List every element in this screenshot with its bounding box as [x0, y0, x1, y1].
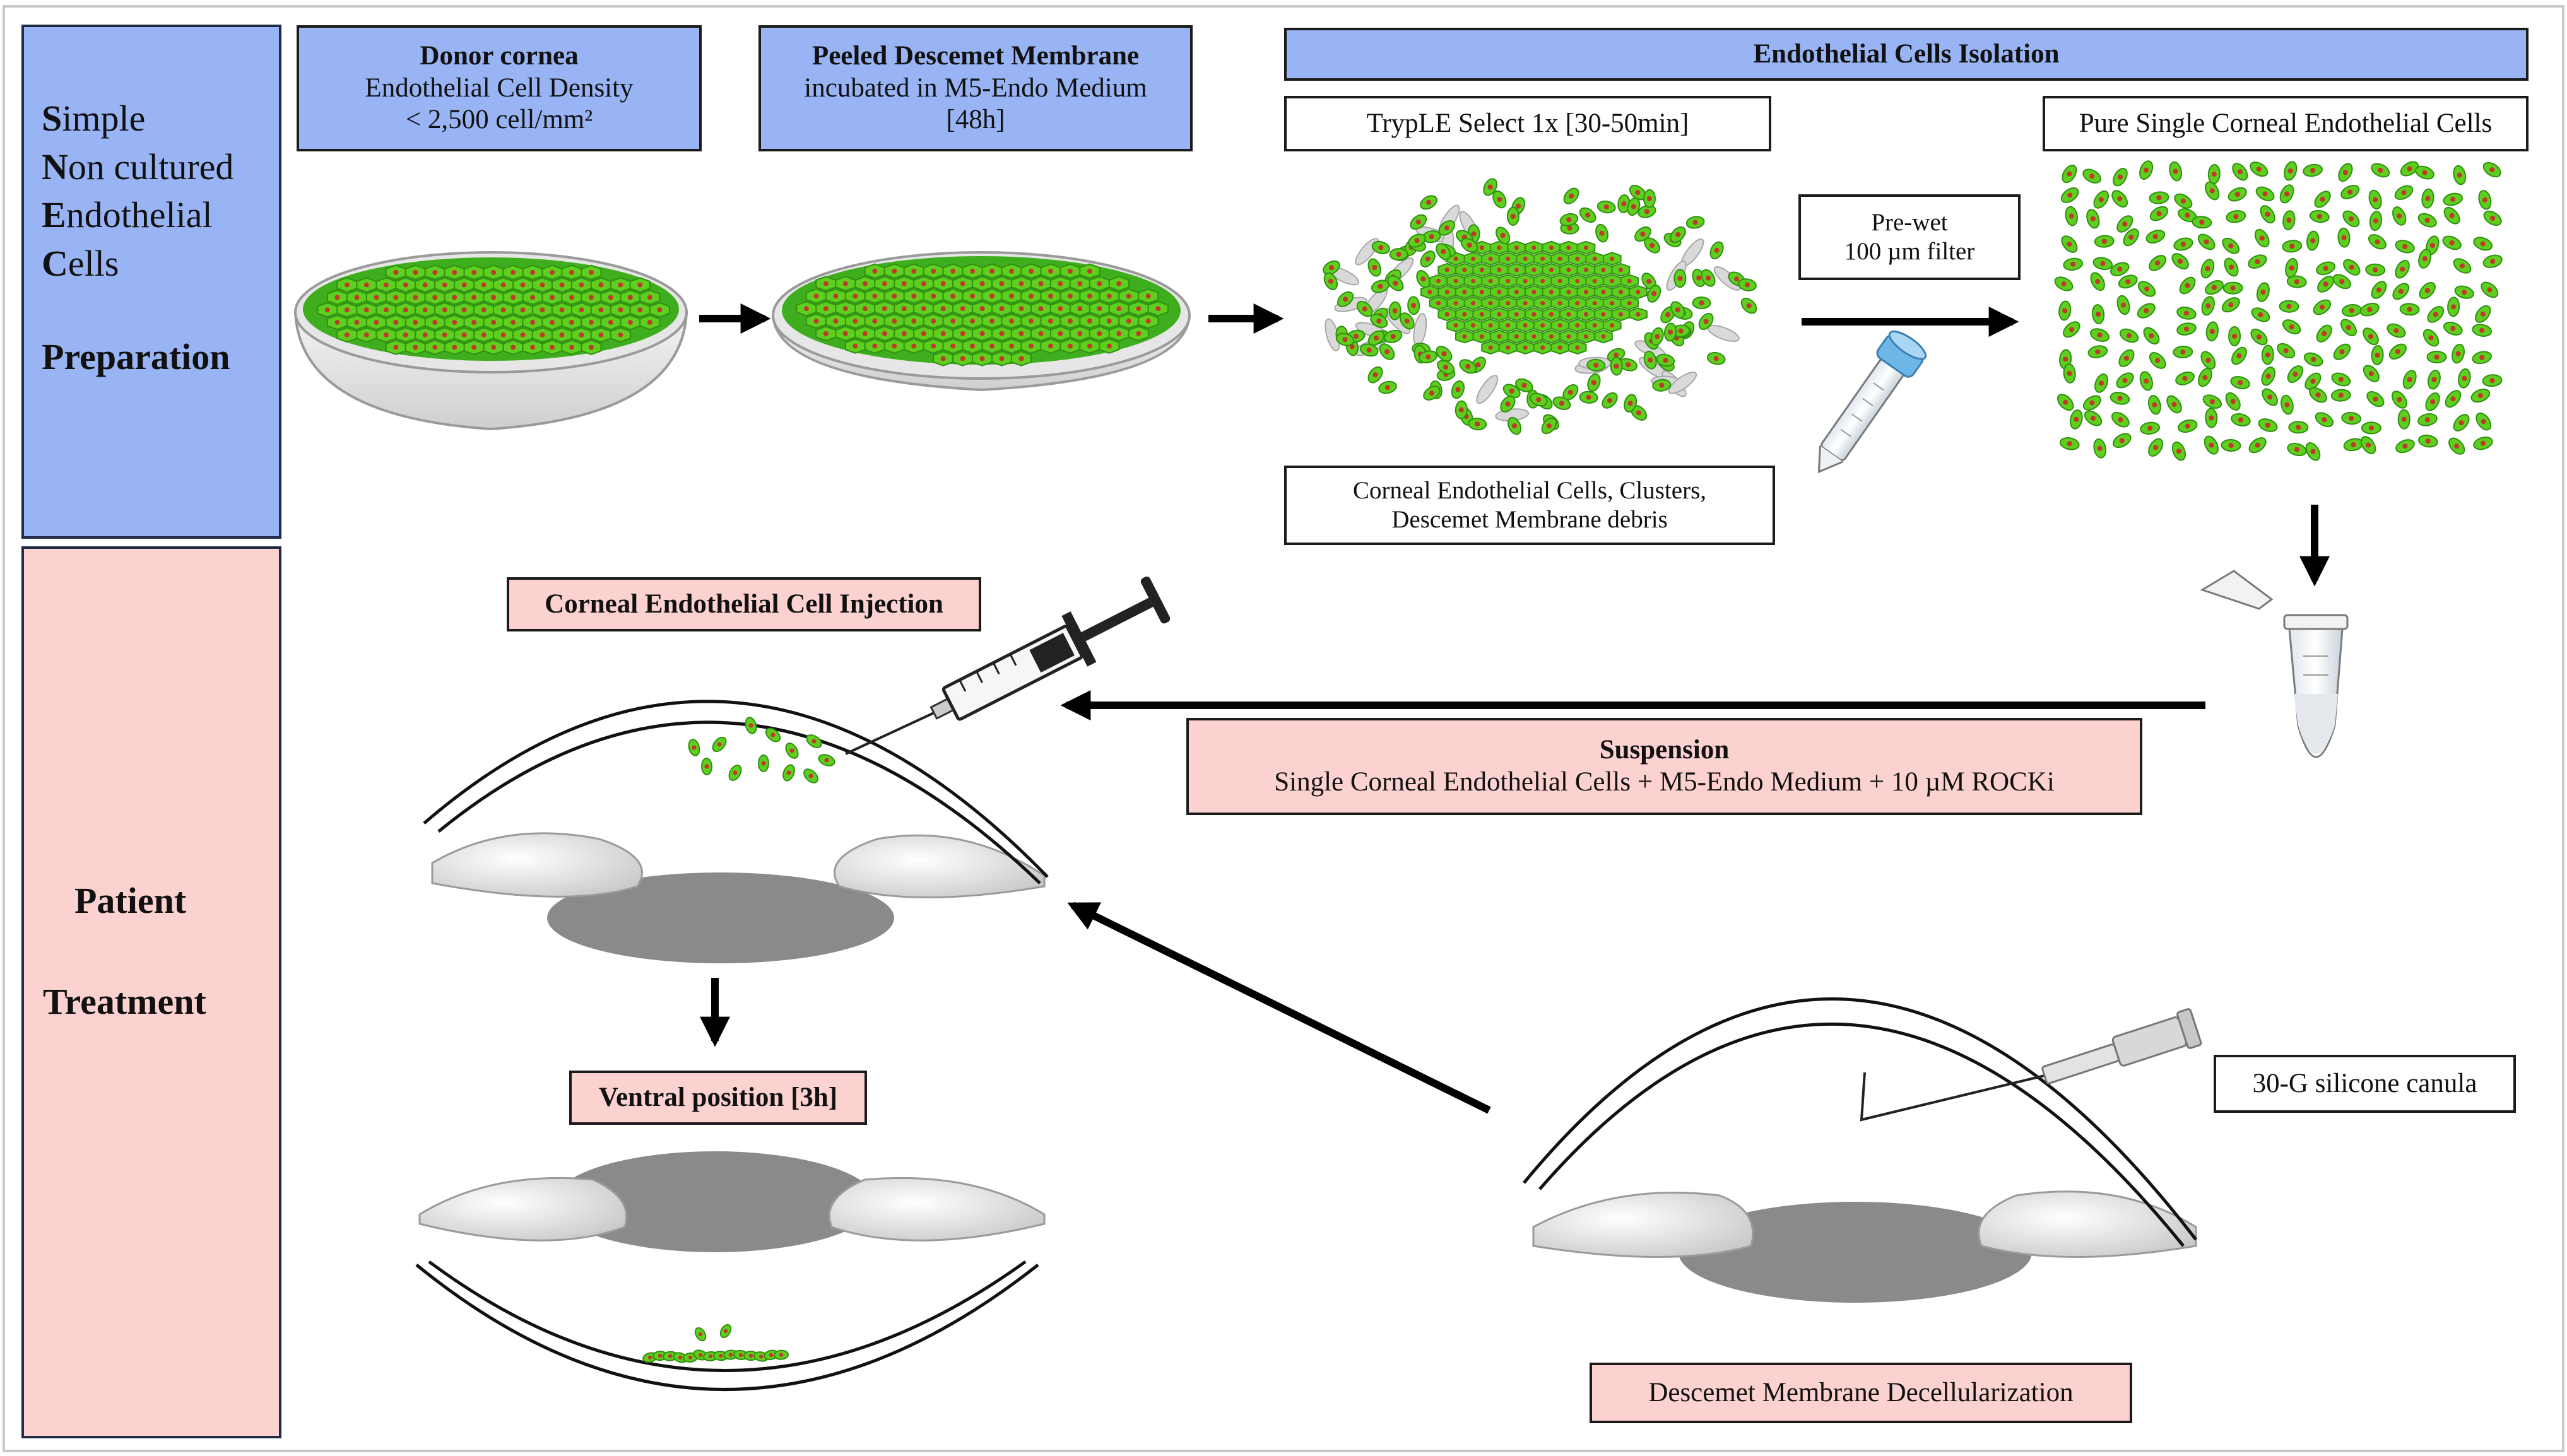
donor-cornea-dish [294, 251, 688, 431]
pure-single-cells-field [2054, 160, 2503, 461]
ventral-position-label: Ventral position [3h] [569, 1071, 867, 1125]
filter-size-line: 100 µm filter [1844, 238, 1975, 265]
prewet-filter-label: Pre-wet 100 µm filter [1798, 194, 2021, 280]
snec-acronym: Simple Non cultured Endothelial Cells [42, 95, 233, 288]
preparation-heading: Preparation [42, 336, 230, 377]
prewet-line: Pre-wet [1871, 208, 1948, 236]
canula-line [1860, 1072, 2045, 1122]
filter-tube-icon [1817, 330, 1927, 474]
acronym-line-endothelial: Endothelial [42, 194, 213, 236]
debris-line-2: Descemet Membrane debris [1391, 506, 1668, 533]
acronym-line-simple: Simple [42, 98, 146, 139]
peeled-medium: incubated in M5-Endo Medium [804, 73, 1147, 103]
donor-density-value: < 2,500 cell/mm² [405, 105, 593, 135]
preparation-panel [21, 25, 281, 539]
flow-arrows [699, 303, 2330, 1114]
injection-label: Corneal Endothelial Cell Injection [507, 577, 981, 631]
peeled-membrane-label: Peeled Descemet Membrane incubated in M5… [758, 25, 1193, 151]
syringe-icon [929, 576, 1171, 721]
decellularization-label: Descemet Membrane Decellularization [1590, 1363, 2132, 1423]
treatment-heading: Treatment [43, 981, 206, 1022]
canula-label: 30-G silicone canula [2214, 1055, 2516, 1113]
patient-treatment-panel [21, 546, 281, 1438]
decellularization-eye [1523, 997, 2202, 1303]
ventral-position-eye [415, 1151, 1046, 1391]
suspension-title: Suspension [1599, 735, 1730, 765]
acronym-line-cells: Cells [42, 242, 119, 284]
isolation-header: Endothelial Cells Isolation [1284, 28, 2529, 81]
debris-line-1: Corneal Endothelial Cells, Clusters, [1353, 476, 1706, 504]
peeled-duration: [48h] [946, 105, 1005, 135]
pure-cells-label: Pure Single Corneal Endothelial Cells [2043, 96, 2529, 151]
dissociated-cells-cluster [1323, 178, 1757, 435]
donor-density-label: Endothelial Cell Density [365, 73, 634, 103]
patient-heading: Patient [74, 880, 187, 921]
injection-needle [845, 712, 935, 755]
arrow-decell-to-injection [1067, 901, 1491, 1114]
peeled-title: Peeled Descemet Membrane [811, 40, 1140, 71]
tryple-step-label: TrypLE Select 1x [30-50min] [1284, 96, 1771, 151]
injection-eye [423, 576, 1171, 963]
acronym-line-non-cultured: Non cultured [42, 146, 234, 187]
debris-label: Corneal Endothelial Cells, Clusters, Des… [1284, 466, 1775, 545]
microcentrifuge-tube-icon [2200, 570, 2349, 758]
donor-title: Donor cornea [420, 40, 579, 71]
donor-cornea-label: Donor cornea Endothelial Cell Density < … [297, 25, 702, 151]
suspension-composition: Single Corneal Endothelial Cells + M5-En… [1274, 767, 2055, 797]
peeled-membrane-dish [772, 251, 1191, 392]
suspension-label: Suspension Single Corneal Endothelial Ce… [1186, 718, 2142, 815]
figure-frame [3, 5, 2564, 1452]
canula-icon [2041, 1008, 2202, 1084]
